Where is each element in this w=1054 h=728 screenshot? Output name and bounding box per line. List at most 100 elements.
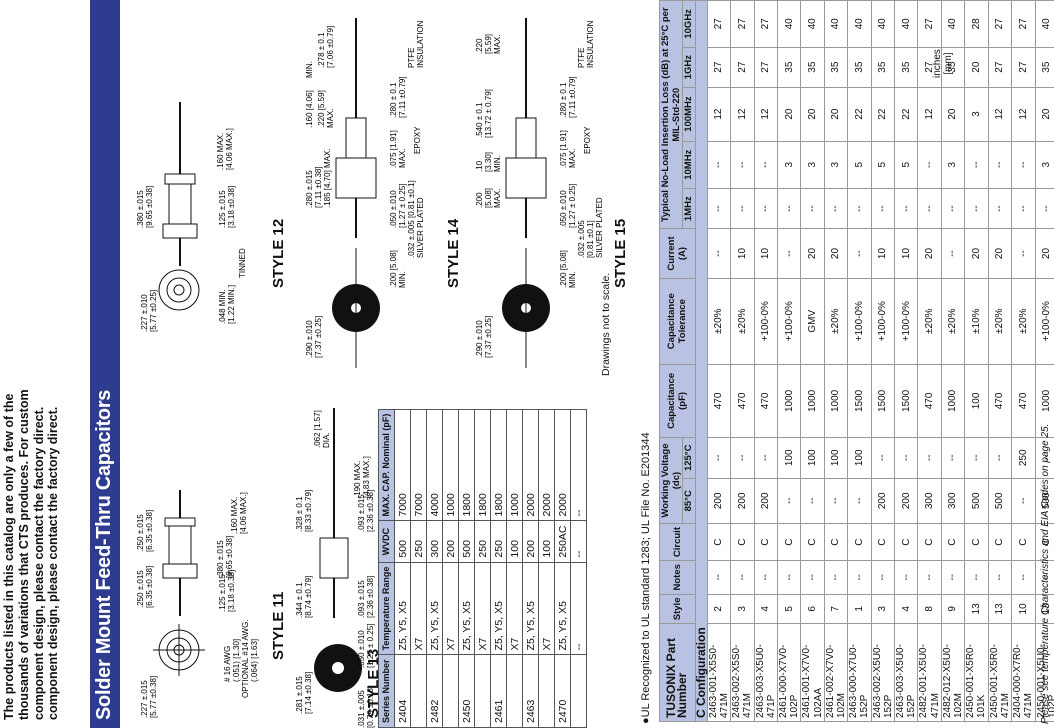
s15-dim-8: .10 xyxy=(475,160,484,172)
parts-cell: -- xyxy=(777,228,801,279)
parts-cell: -- xyxy=(894,437,918,479)
series-cell: Z5, Y5, X5 xyxy=(426,562,443,655)
parts-cell: -- xyxy=(754,437,778,479)
parts-cell: -- xyxy=(754,141,778,189)
parts-cell: 40 xyxy=(871,0,895,48)
s15-dim-10: .220 xyxy=(475,38,484,54)
parts-cell: -- xyxy=(941,188,965,229)
parts-cell: 13 xyxy=(964,594,989,624)
header-configuration: C Configuration xyxy=(694,0,708,722)
s11-dim-3: .380 ±.015 xyxy=(216,540,225,578)
parts-cell: -- xyxy=(707,141,731,189)
parts-cell: C xyxy=(824,523,848,561)
parts-cell: 3 xyxy=(871,594,895,624)
s15-dim-2b: MIN. xyxy=(568,271,577,288)
s13-dim-4m: [8.33 ±0.79] xyxy=(304,490,313,532)
series-cell: 250 xyxy=(490,521,507,563)
intro-line: component design, please contact the fac… xyxy=(46,406,61,720)
parts-cell: -- xyxy=(988,560,1012,595)
parts-cell: C xyxy=(730,523,755,561)
s15-dim-3b: [0.81 ±0.1] xyxy=(586,220,595,258)
header-capacitance: Capacitance (pF) xyxy=(659,364,696,438)
parts-cell: -- xyxy=(871,560,895,595)
parts-cell: 2463-003-X5U0-471P xyxy=(754,623,778,722)
s14-dim-10m: [7.06 ±0.79] xyxy=(326,26,335,68)
parts-cell: 35 xyxy=(800,47,825,88)
s11-awg-4: (.064) [1.63] xyxy=(250,639,259,682)
parts-cell: 20 xyxy=(777,87,801,142)
parts-cell: 3 xyxy=(941,141,965,189)
parts-cell: 20 xyxy=(941,87,965,142)
style12-label: STYLE 12 xyxy=(270,218,287,288)
series-table: Series Number Temperature Range WVDC MAX… xyxy=(378,409,587,728)
parts-cell: 470 xyxy=(988,364,1012,438)
parts-cell: 2463-000-X7U0-152P xyxy=(847,623,872,722)
parts-cell: C xyxy=(707,523,731,561)
parts-cell: 22 xyxy=(871,87,895,142)
s13-dim-9: .031 ±.005 xyxy=(357,690,366,728)
parts-cell: C xyxy=(988,523,1012,561)
parts-cell: +100-0% xyxy=(894,278,918,365)
series-cell: 300 xyxy=(426,521,443,563)
parts-cell: 40 xyxy=(894,0,918,48)
parts-cell: 2482-001-X5U0-471M xyxy=(917,623,942,722)
parts-cell: -- xyxy=(964,141,989,189)
parts-cell: 2461-000-X7V0-102P xyxy=(777,623,801,722)
series-cell: Z5, Y5, X5 xyxy=(490,562,507,655)
parts-cell: GMV xyxy=(800,278,825,365)
series-cell: 500 xyxy=(458,521,475,563)
header-insertion-loss: Typical No-Load Insertion Loss (dB) at 2… xyxy=(659,0,683,229)
parts-cell: -- xyxy=(917,437,942,479)
style14-drawing: .290 ±.010 [7.37 ±0.25] .200 [5.08] MIN.… xyxy=(305,18,425,368)
style15-label: STYLE 15 xyxy=(612,218,629,288)
series-cell: 250 xyxy=(410,521,427,563)
s12-dim-2: .380 ±.015 xyxy=(136,190,145,228)
series-cell xyxy=(570,654,587,728)
parts-cell: C xyxy=(847,523,872,561)
parts-cell: -- xyxy=(707,437,731,479)
parts-cell: 20 xyxy=(988,228,1012,279)
s13-dim-8m: [1.27 ± 0.25] xyxy=(366,624,375,668)
s15-dim-4m: [1.27 ± 0.25] xyxy=(568,184,577,228)
style11-side-view xyxy=(162,490,198,616)
parts-cell: ±20% xyxy=(1011,278,1035,365)
parts-cell: 4 xyxy=(894,594,918,624)
s15-ptfe-2: INSULATION xyxy=(586,20,595,68)
parts-cell: -- xyxy=(917,188,942,229)
parts-cell: 27 xyxy=(730,0,755,48)
parts-cell: 40 xyxy=(941,0,965,48)
header-current: Current (A) xyxy=(659,228,696,279)
s14-dim-4: .050 ±.010 xyxy=(389,190,398,228)
parts-cell: -- xyxy=(707,228,731,279)
s11-dim-1: .227 ±.015 xyxy=(140,680,149,718)
s15-dim-9: .540 ± 0.1 xyxy=(475,102,484,138)
parts-cell: 20 xyxy=(800,87,825,142)
series-cell: 2000 xyxy=(554,409,571,521)
parts-cell: C xyxy=(871,523,895,561)
parts-cell: 27 xyxy=(754,47,778,88)
s14-dim-3: .032 ±.005 [0.81 ±0.1] xyxy=(407,180,416,258)
parts-cell: 20 xyxy=(824,87,848,142)
series-cell: -- xyxy=(570,521,587,563)
s14-dim-2: .200 [5.08] xyxy=(389,250,398,288)
parts-cell: 40 xyxy=(1035,0,1054,48)
parts-cell: 100 xyxy=(847,437,872,479)
s14-dim-8m: [7.11 ±0.79] xyxy=(398,76,407,118)
s11-dim-5: .160 MAX. xyxy=(230,497,239,534)
parts-cell: 2463-003-X5U0-152P xyxy=(894,623,918,722)
parts-cell: -- xyxy=(847,228,872,279)
series-cell: 1000 xyxy=(442,409,459,521)
parts-cell: 500 xyxy=(988,478,1012,524)
parts-cell: 27 xyxy=(754,0,778,48)
parts-cell: 4 xyxy=(754,594,778,624)
parts-cell: 100 xyxy=(800,437,825,479)
s14-dim-7b: MAX. xyxy=(323,148,332,168)
